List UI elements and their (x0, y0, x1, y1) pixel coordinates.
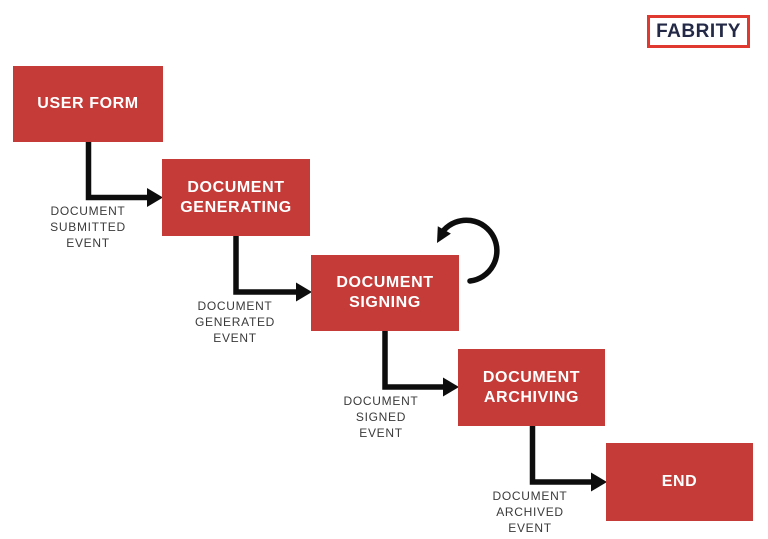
arrowhead-user-form-to-generating (147, 188, 163, 207)
edge-label-document-submitted-event: DOCUMENT SUBMITTED EVENT (50, 204, 126, 250)
loop-arrowhead (437, 226, 451, 243)
flow-node-label: DOCUMENT GENERATING (180, 178, 292, 216)
edge-label-document-archived-event: DOCUMENT ARCHIVED EVENT (492, 489, 568, 535)
arrow-generating-to-signing (233, 234, 299, 295)
flow-node-end[interactable]: END (606, 443, 753, 521)
arrow-user-form-to-generating (85, 140, 150, 201)
fabrity-logo-text: FABRITY (656, 20, 741, 42)
edge-label-document-signed-event: DOCUMENT SIGNED EVENT (343, 394, 419, 440)
flow-node-label: USER FORM (37, 95, 139, 112)
flow-node-user-form[interactable]: USER FORM (13, 66, 163, 142)
flow-node-label: END (661, 473, 698, 490)
edge-label-document-generated-event: DOCUMENT GENERATED EVENT (194, 299, 276, 345)
arrowhead-archiving-to-end (591, 472, 607, 492)
arrowhead-generating-to-signing (296, 282, 312, 302)
arrow-signing-to-archiving (382, 329, 446, 390)
arrowhead-signing-to-archiving (443, 377, 459, 397)
flow-node-document-generating[interactable]: DOCUMENT GENERATING (162, 159, 310, 236)
flow-node-document-archiving[interactable]: DOCUMENT ARCHIVING (458, 349, 605, 426)
arrow-archiving-to-end (529, 424, 594, 485)
loop-arrow-icon (441, 217, 500, 284)
flow-node-label: DOCUMENT SIGNING (336, 274, 434, 311)
fabrity-logo: FABRITY (647, 15, 750, 48)
flow-node-document-signing[interactable]: DOCUMENT SIGNING (311, 255, 459, 331)
flow-node-label: DOCUMENT ARCHIVING (482, 368, 581, 406)
